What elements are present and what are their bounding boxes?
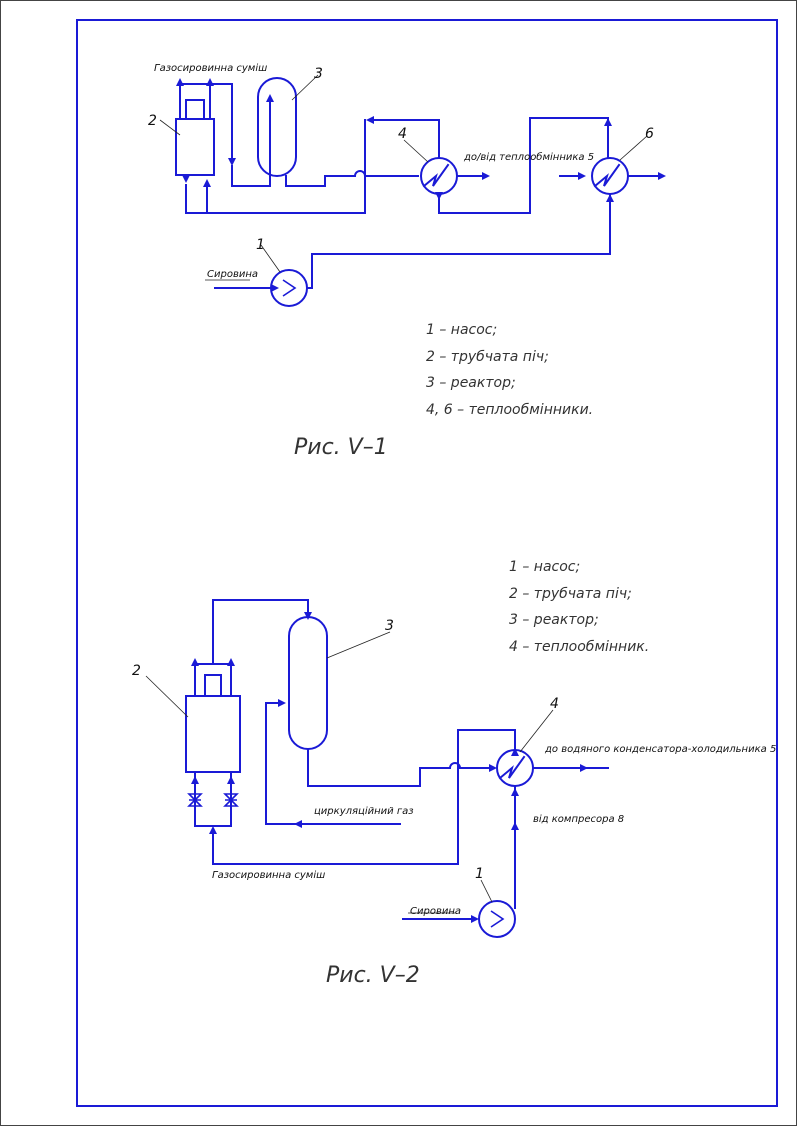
fig2-feedstock-label: Сировина xyxy=(410,906,461,917)
pump-1b xyxy=(402,900,516,938)
fig1-num-6: 6 xyxy=(645,126,654,142)
fig1-num-4: 4 xyxy=(398,126,407,142)
fig1-caption: Рис. V–1 xyxy=(294,435,388,460)
fig2-legend-4: 4 – теплообмінник. xyxy=(509,639,649,655)
fig2-num-4: 4 xyxy=(550,696,559,712)
figure-2: 2 3 4 1 до водяного конденсатора-холодил… xyxy=(132,559,776,988)
fig2-num-3: 3 xyxy=(385,618,394,634)
fig1-legend-1: 1 – насос; xyxy=(426,322,497,338)
fig2-caption: Рис. V–2 xyxy=(326,963,420,988)
fig2-from-compressor-label: від компресора 8 xyxy=(533,813,624,825)
reactor-3 xyxy=(257,77,297,177)
fig2-legend-3: 3 – реактор; xyxy=(509,612,599,628)
fig1-num-2: 2 xyxy=(148,113,157,129)
drawing-frame xyxy=(76,19,778,1107)
fig1-to-from-hx5-label: до/від теплообмінника 5 xyxy=(463,151,594,163)
fig2-legend-2: 2 – трубчата піч; xyxy=(509,586,632,602)
fig1-gas-mixture-label: Газосировинна суміш xyxy=(154,62,267,74)
fig2-num-2: 2 xyxy=(132,663,141,679)
heat-exchanger-4b xyxy=(209,729,609,909)
fig1-num-3: 3 xyxy=(314,66,323,82)
heat-exchanger-4 xyxy=(366,116,609,214)
fig2-num-1: 1 xyxy=(475,866,484,882)
fig2-circulating-gas-label: циркуляційний газ xyxy=(314,805,414,817)
figure-1: Газосировинна суміш до/від теплообмінник… xyxy=(148,62,666,460)
furnace-2b xyxy=(185,658,241,827)
heat-exchanger-6 xyxy=(311,117,666,289)
fig1-legend-4: 4, 6 – теплообмінники. xyxy=(426,402,593,418)
fig2-to-condenser-label: до водяного конденсатора-холодильника 5 xyxy=(544,744,776,755)
fig2-legend-1: 1 – насос; xyxy=(509,559,580,575)
pump-1 xyxy=(214,269,313,307)
furnace-2 xyxy=(175,78,215,183)
fig1-legend-2: 2 – трубчата піч; xyxy=(426,349,549,365)
fig1-feedstock-label: Сировина xyxy=(207,269,258,280)
fig1-legend-3: 3 – реактор; xyxy=(426,375,516,391)
fig2-gas-mixture-label: Газосировинна суміш xyxy=(212,869,325,881)
reactor-3b xyxy=(288,616,497,787)
fig1-num-1: 1 xyxy=(256,237,265,253)
